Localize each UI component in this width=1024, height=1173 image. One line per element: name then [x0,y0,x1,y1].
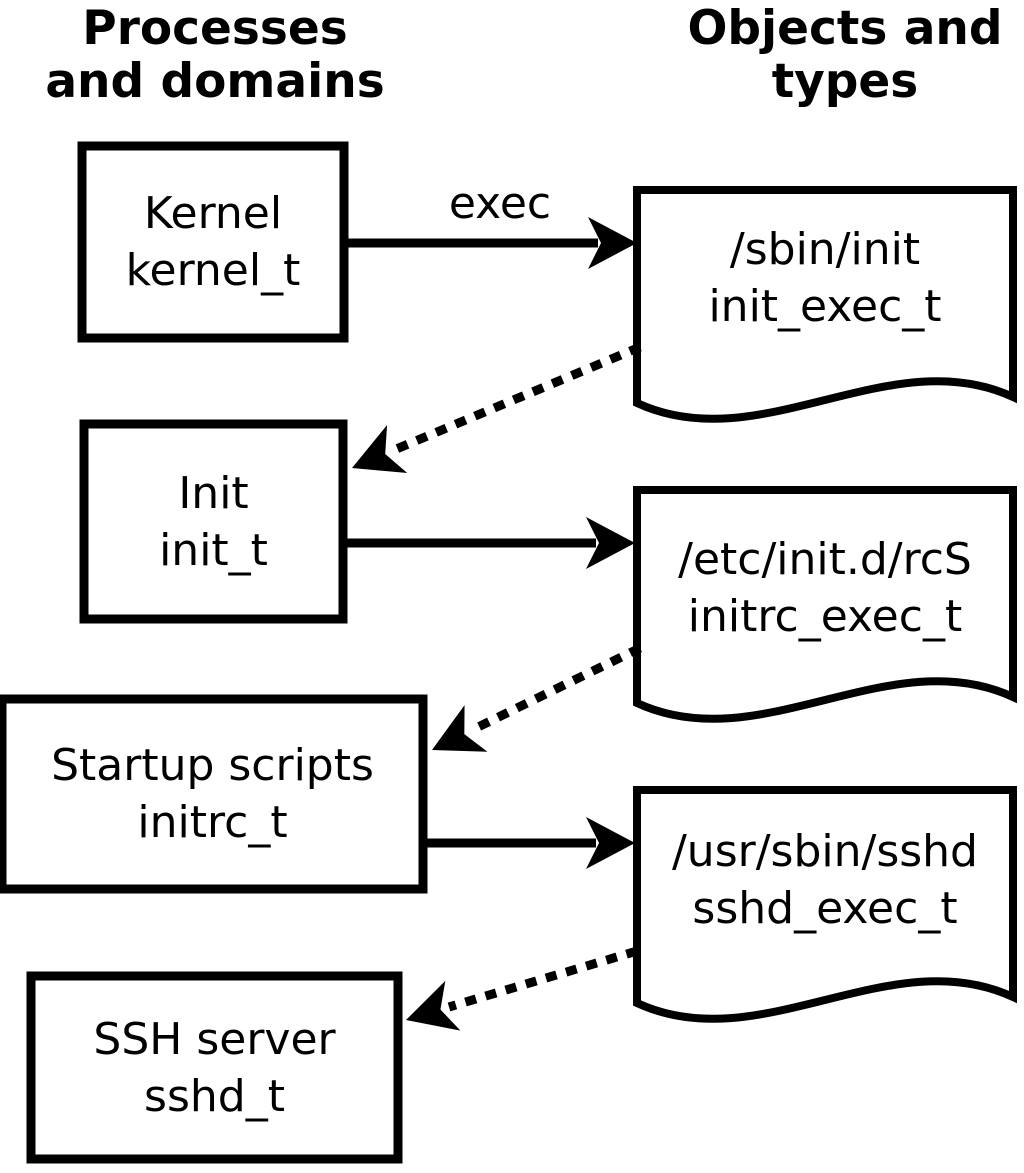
process-box-sshd [26,971,403,1164]
arrowhead-icon [586,817,635,869]
column-header-line: Processes [82,1,348,56]
process-label-sshd: SSH server sshd_t [31,976,398,1159]
object-document-init-exec [633,186,1017,423]
arrowhead-icon [432,705,488,752]
process-name: Kernel [143,188,283,239]
exec-edge-label: exec [448,178,552,229]
object-document-sshd-exec [633,786,1017,1023]
column-header-processes: Processes and domains [15,2,415,108]
transition-arrow-sshd-exec-to-sshd [406,946,639,1031]
process-name: Startup scripts [51,740,374,791]
object-file-type: sshd_exec_t [692,883,958,934]
column-header-objects: Objects and types [645,2,1024,108]
process-name: SSH server [93,1013,336,1065]
arrowhead-icon [586,517,635,569]
process-domain-type: sshd_t [144,1070,285,1122]
exec-arrow-kernel-to-sbin-init [348,217,637,269]
arrowhead-icon [406,980,461,1031]
column-header-line: and domains [45,54,385,109]
object-label-init-exec: /sbin/init init_exec_t [637,193,1013,363]
process-domain-type: init_t [159,524,268,576]
process-box-init [79,419,348,624]
process-label-initrc: Startup scripts initrc_t [2,699,423,889]
transition-arrow-initrc-exec-to-initrc [432,643,642,752]
object-path: /usr/sbin/sshd [671,826,978,877]
transition-arrow-line [392,342,642,455]
transition-arrow-line [447,946,639,1012]
transition-arrow-init-exec-to-init [352,342,642,473]
column-header-line: types [771,54,919,109]
process-name: Init [178,467,249,519]
process-box-initrc [0,694,428,894]
object-document-initrc-exec [633,486,1017,723]
arrowhead-icon [352,425,408,473]
process-label-kernel: Kernel kernel_t [82,146,344,338]
object-label-sshd-exec: /usr/sbin/sshd sshd_exec_t [637,795,1013,965]
process-domain-type: initrc_t [137,797,288,848]
process-box-kernel [77,141,349,343]
process-label-init: Init init_t [84,424,343,619]
exec-arrow-initrc-to-sshd [427,817,635,869]
object-path: /sbin/init [729,224,921,275]
transition-arrow-line [470,643,642,735]
arrowhead-icon [588,217,637,269]
object-file-type: initrc_exec_t [687,591,963,642]
object-path: /etc/init.d/rcS [678,534,972,585]
column-header-line: Objects and [687,1,1003,56]
exec-arrow-init-to-rcS [347,517,635,569]
object-file-type: init_exec_t [708,281,942,332]
process-domain-type: kernel_t [125,245,301,296]
object-label-initrc-exec: /etc/init.d/rcS initrc_exec_t [637,503,1013,673]
